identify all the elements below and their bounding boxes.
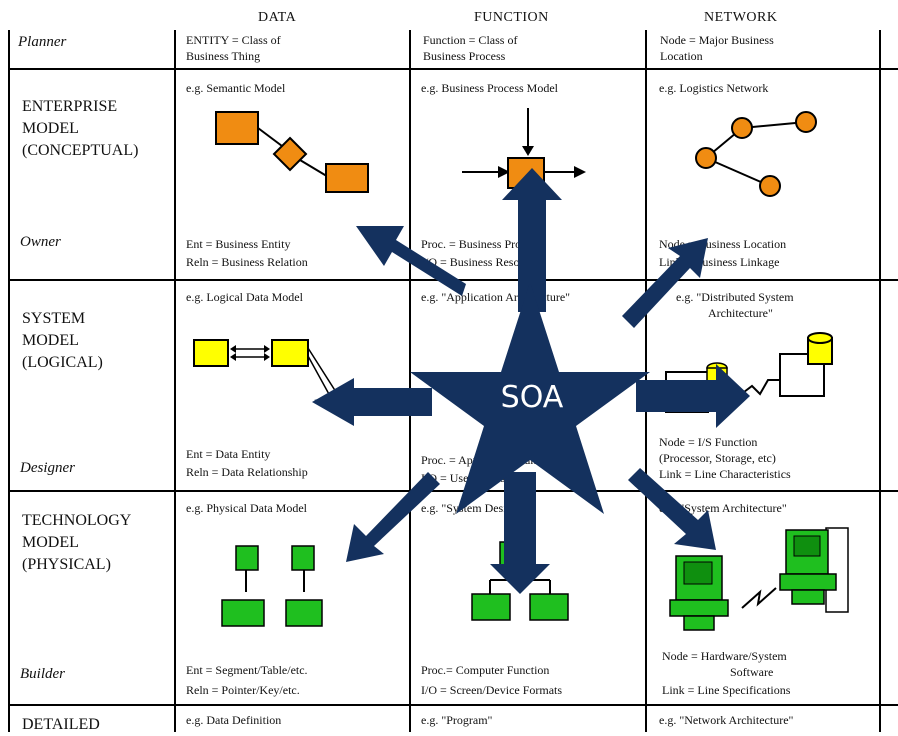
role-builder: Builder [20,666,65,682]
soa-label: SOA [500,380,564,415]
technology-data-line2: Reln = Pointer/Key/etc. [186,683,300,697]
physical-data-model-diagram [221,545,323,627]
enterprise-data-line2: Reln = Business Relation [186,255,308,269]
row-label-technology-1: TECHNOLOGY [22,512,132,529]
arrow-down-right [628,468,716,550]
role-owner: Owner [20,234,61,250]
system-network-line3: Link = Line Characteristics [659,467,791,481]
semantic-model-diagram [215,111,369,193]
planner-network-line1: Node = Major Business [660,33,774,47]
system-data-line2: Reln = Data Relationship [186,465,308,479]
technology-function-line2: I/O = Screen/Device Formats [421,683,563,697]
arrow-left-body [312,378,432,426]
system-network-example2: Architecture" [708,306,773,320]
column-header-function: FUNCTION [474,10,549,25]
system-network-example: e.g. "Distributed System [676,290,794,304]
column-header-data: DATA [258,10,297,25]
enterprise-data-line1: Ent = Business Entity [186,237,291,251]
row-label-system-1: SYSTEM [22,310,86,327]
enterprise-function-line1: Proc. = Business Process [421,237,542,251]
grid-line [409,30,411,732]
enterprise-network-example: e.g. Logistics Network [659,81,769,95]
grid-line [8,490,898,492]
technology-network-line3: Link = Line Specifications [662,683,791,697]
arrow-down-left [346,472,440,562]
planner-data-line1: ENTITY = Class of [186,33,281,47]
arrow-up [502,168,562,312]
row-label-system-2: MODEL [22,332,79,349]
system-network-line2: (Processor, Storage, etc) [659,451,776,465]
grid-line [8,704,898,706]
role-planner: Planner [18,34,67,50]
grid-line [174,30,176,732]
arrow-up-left [356,226,466,296]
enterprise-function-example: e.g. Business Process Model [421,81,558,95]
arrow-up-right [622,238,708,328]
system-architecture-diagram [669,527,849,631]
technology-function-line1: Proc.= Computer Function [421,663,550,677]
planner-function-line1: Function = Class of [423,33,518,47]
technology-network-line2: Software [730,665,774,679]
soa-star [410,282,650,514]
technology-network-line1: Node = Hardware/System [662,649,787,663]
system-data-line1: Ent = Data Entity [186,447,271,461]
technology-data-line1: Ent = Segment/Table/etc. [186,663,308,677]
grid-line [8,30,10,732]
enterprise-data-example: e.g. Semantic Model [186,81,286,95]
grid-line [879,30,881,732]
planner-data-line2: Business Thing [186,49,261,63]
row-label-detailed: DETAILED [22,716,100,733]
detailed-data-example: e.g. Data Definition [186,713,282,727]
logistics-network-diagram [695,111,817,197]
detailed-function-example: e.g. "Program" [421,713,493,727]
row-label-enterprise-2: MODEL [22,120,79,137]
technology-data-example: e.g. Physical Data Model [186,501,307,515]
role-designer: Designer [20,460,75,476]
system-data-example: e.g. Logical Data Model [186,290,303,304]
detailed-network-example: e.g. "Network Architecture" [659,713,794,727]
soa-arrows [312,168,750,594]
business-process-diagram [462,108,586,189]
arrow-right [636,364,750,428]
row-label-enterprise-1: ENTERPRISE [22,98,118,115]
planner-network-line2: Location [660,49,703,63]
logical-data-model-diagram [193,339,337,397]
row-label-enterprise-3: (CONCEPTUAL) [22,142,139,159]
row-label-technology-2: MODEL [22,534,79,551]
technology-function-example: e.g. "System Design" [421,501,524,515]
row-label-system-3: (LOGICAL) [22,354,103,371]
row-label-technology-3: (PHYSICAL) [22,556,111,573]
enterprise-function-line2: I/O = Business Resources [421,255,545,269]
column-header-network: NETWORK [704,10,778,25]
planner-function-line2: Business Process [423,49,506,63]
technology-network-example: e.g. "System Architecture" [659,501,787,515]
arrow-down [490,472,550,594]
grid-line [8,68,898,70]
system-network-line1: Node = I/S Function [659,435,758,449]
